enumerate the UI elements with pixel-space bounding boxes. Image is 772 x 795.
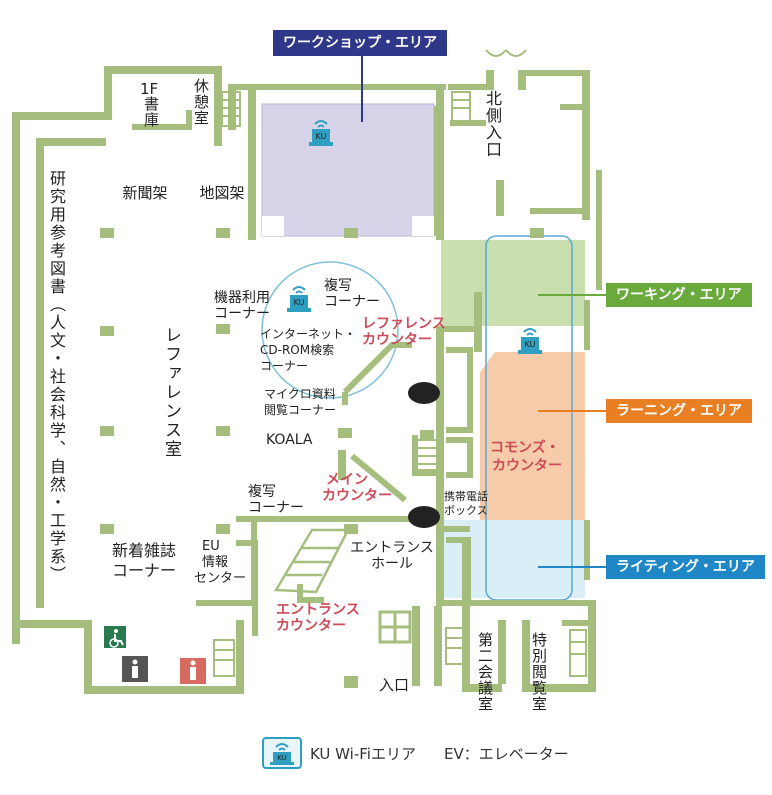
- wifi-badge-text: KU: [525, 340, 536, 349]
- wifi-range-circle: [261, 261, 399, 399]
- main-counter-label-1: メイン: [326, 472, 368, 488]
- second-meeting-room-label: 第二会議室: [476, 632, 494, 712]
- working-area[interactable]: [441, 240, 585, 326]
- microform-label-1: マイクロ資料: [264, 387, 336, 401]
- elevator-label: EV: [415, 387, 434, 402]
- stack-label: 書庫: [142, 96, 160, 128]
- reference-room-label: レファレンス室: [161, 326, 181, 459]
- wifi-legend-label: KU Wi-Fiエリア: [310, 744, 416, 763]
- newspaper-rack-label: 新聞架: [122, 184, 167, 202]
- stair-blocks: [213, 49, 587, 677]
- workshop-area-notch: [262, 216, 284, 236]
- lounge-label: 休憩室: [192, 78, 210, 126]
- special-reading-room-label: 特別閲覧室: [530, 632, 548, 712]
- copy-corner-label-2: コーナー: [324, 294, 380, 310]
- internet-corner-label-3: コーナー: [260, 359, 308, 373]
- reference-books-label: 研究用参考図書（人文・社会科学、自然・工学系）: [47, 170, 66, 584]
- entrance-stairs: [273, 528, 351, 594]
- revolving-door: [378, 610, 412, 644]
- eu-center-label-3: センター: [194, 571, 246, 586]
- copy-corner-label-1: 複写: [324, 277, 352, 294]
- ev-legend-label: EV：エレベーター: [443, 744, 569, 763]
- columns: [100, 228, 544, 688]
- wifi-badge-text: KU: [294, 298, 305, 307]
- info-icon: [122, 656, 148, 682]
- wifi-laptop-icon: KU: [287, 286, 311, 312]
- wifi-badge-text: KU: [316, 132, 327, 141]
- commons-counter-label-2: カウンター: [492, 458, 562, 474]
- wifi-legend-icon: KU: [262, 737, 302, 769]
- reference-counter-label-2: カウンター: [362, 332, 432, 348]
- microform-label-2: 閲覧コーナー: [264, 403, 336, 417]
- workshop-area-notch-right: [412, 216, 434, 236]
- main-counter-label-2: カウンター: [322, 488, 392, 504]
- workshop-area-tag[interactable]: ワークショップ・エリア: [273, 30, 447, 56]
- entrance-hall-label-2: ホール: [371, 556, 413, 572]
- toilet-icon: [180, 658, 206, 684]
- legend: KU KU Wi-Fiエリア EV：エレベーター: [262, 736, 569, 770]
- eu-center-label-1: EU: [202, 539, 220, 554]
- phone-booth-label-2: ボックス: [444, 504, 488, 517]
- wifi-badge-text: KU: [277, 754, 287, 762]
- working-area-tag[interactable]: ワーキング・エリア: [606, 283, 752, 307]
- copy-corner2-label-1: 複写: [248, 483, 276, 500]
- reference-counter-label-1: レファレンス: [362, 316, 446, 332]
- map-labels: 1F 新聞架 地図架 機器利用 コーナー 複写 コーナー インターネット・ CD…: [112, 80, 488, 694]
- learning-area-tag[interactable]: ラーニング・エリア: [606, 399, 752, 423]
- writing-area-tag[interactable]: ライティング・エリア: [606, 555, 765, 579]
- wifi-laptop-icon: KU: [518, 328, 542, 354]
- entrance-label: 入口: [379, 676, 409, 694]
- entrance-counter-label-2: カウンター: [276, 618, 346, 634]
- learning-area[interactable]: [480, 352, 585, 520]
- copy-corner2-label-2: コーナー: [248, 500, 304, 516]
- commons-counter-label-1: コモンズ・: [490, 439, 560, 456]
- elevator-marker[interactable]: EV: [408, 506, 440, 528]
- eu-center-label-2: 情報: [202, 555, 228, 570]
- internet-corner-label-2: CD-ROM検索: [260, 343, 334, 357]
- north-entrance-label: 北側入口: [483, 90, 502, 158]
- new-magazine-label-2: コーナー: [112, 561, 176, 580]
- elevator-label: EV: [415, 511, 434, 526]
- equipment-corner-label-2: コーナー: [214, 306, 270, 322]
- new-magazine-label-1: 新着雑誌: [112, 541, 176, 560]
- internet-corner-label-1: インターネット・: [260, 327, 356, 341]
- wifi-laptop-icon: KU: [309, 120, 333, 146]
- structures: [251, 342, 473, 603]
- phone-booth-label-1: 携帯電話: [444, 489, 488, 503]
- workshop-area[interactable]: [261, 103, 435, 237]
- elevator-marker[interactable]: EV: [408, 382, 440, 404]
- koala-label: KOALA: [266, 432, 313, 448]
- wifi-laptop-icon: KU: [270, 743, 294, 765]
- map-rack-label: 地図架: [199, 184, 244, 202]
- stack-label-1f: 1F: [140, 80, 158, 98]
- wheelchair-icon: [104, 626, 126, 648]
- entrance-counter-label-1: エントランス: [276, 602, 360, 618]
- equipment-corner-label-1: 機器利用: [214, 290, 270, 306]
- counter-labels: レファレンス カウンター メイン カウンター コモンズ・ カウンター エントラン…: [276, 316, 562, 634]
- entrance-hall-label-1: エントランス: [350, 540, 434, 556]
